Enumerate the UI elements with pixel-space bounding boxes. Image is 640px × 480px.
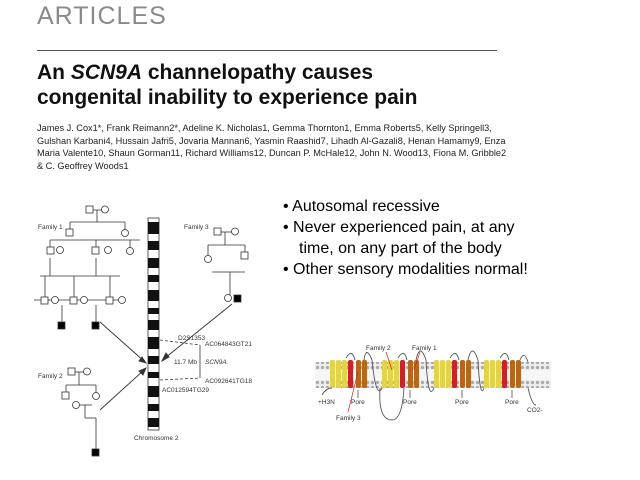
bullet-item: • Other sensory modalities normal! <box>283 261 528 278</box>
marker-d2s1353: D2S1353 <box>178 335 205 342</box>
pore-label: Pore <box>403 399 417 406</box>
bullet-item: • Never experienced pain, at any <box>283 219 515 236</box>
marker-ac092641: AC092641TG18 <box>205 378 252 385</box>
family2-pedigree <box>61 367 100 457</box>
chromosome-label: Chromosome 2 <box>134 435 179 442</box>
chromosome-2 <box>147 217 160 431</box>
family1-pedigree <box>34 205 140 330</box>
family3-label: Family 3 <box>184 224 209 231</box>
channel-family3-label: Family 3 <box>336 415 361 422</box>
family1-label: Family 1 <box>38 224 63 231</box>
channel-loops <box>321 350 537 421</box>
n-terminus-label: +H3N <box>318 399 335 406</box>
channel-family1-label: Family 1 <box>412 345 437 352</box>
title-line-1: An SCN9A channelopathy causes <box>37 60 417 85</box>
section-header: ARTICLES <box>37 2 167 30</box>
title-line1-rest: channelopathy causes <box>142 61 374 84</box>
title-gene: SCN9A <box>70 61 143 84</box>
pore-label: Pore <box>351 399 365 406</box>
title-prefix: An <box>37 61 71 84</box>
marker-distance: 11.7 Mb <box>174 359 197 366</box>
membrane-outer-leaflet <box>315 362 551 370</box>
family3-pedigree <box>204 227 249 303</box>
bullet-item: time, on any part of the body <box>299 240 502 257</box>
family2-label: Family 2 <box>38 373 63 380</box>
marker-scn9a: SCN9A <box>205 359 227 366</box>
channel-annotation-lines <box>347 351 513 413</box>
marker-ac012594: AC012594TG29 <box>162 387 209 394</box>
c-terminus-label: CO2- <box>527 407 543 414</box>
pore-label: Pore <box>505 399 519 406</box>
bullet-item: • Autosomal recessive <box>283 198 440 215</box>
title-line-2: congenital inability to experience pain <box>37 86 418 109</box>
header-rule <box>37 50 497 51</box>
marker-ac064843: AC064843GT21 <box>205 341 252 348</box>
pore-label: Pore <box>455 399 469 406</box>
article-title: An SCN9A channelopathy causes congenital… <box>37 60 417 110</box>
bullet-list: • Autosomal recessive • Never experience… <box>283 196 528 280</box>
channel-family2-label: Family 2 <box>366 345 391 352</box>
membrane-core <box>315 370 551 380</box>
membrane-inner-leaflet <box>315 380 551 388</box>
domain-helices <box>330 360 521 388</box>
author-list: James J. Cox1*, Frank Reimann2*, Adeline… <box>37 123 507 171</box>
